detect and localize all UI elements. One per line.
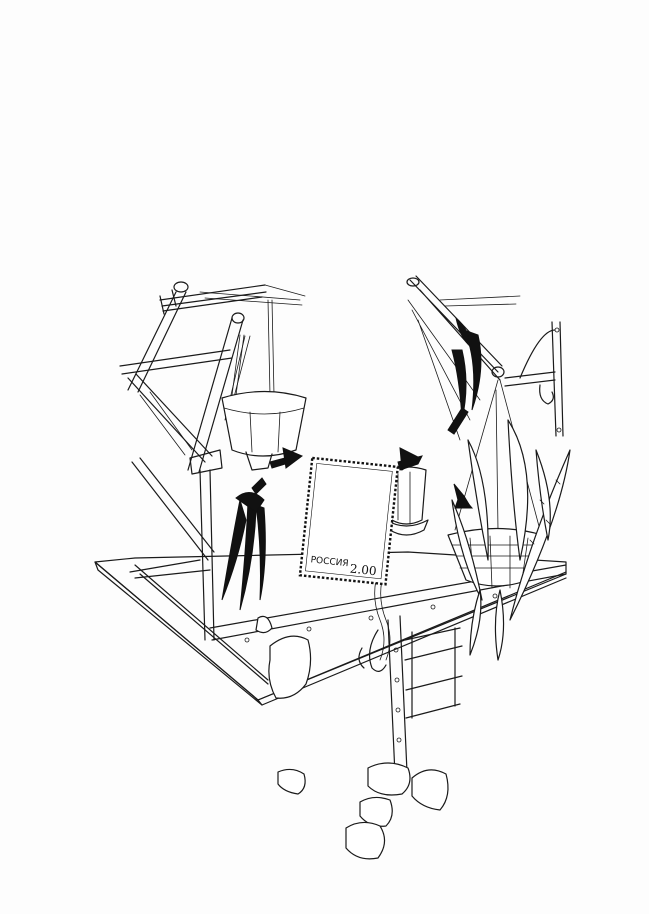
circulation-arrows bbox=[251, 407, 474, 509]
black-flame-right bbox=[451, 316, 482, 421]
leafy-plant bbox=[451, 419, 571, 661]
postage-stamp: РОССИЯ 2.00 bbox=[298, 456, 400, 586]
stamp-country-label: РОССИЯ bbox=[310, 555, 349, 569]
wall-bracket bbox=[504, 321, 564, 437]
stamp-value-label: 2.00 bbox=[349, 562, 377, 579]
wavy-lines bbox=[374, 579, 391, 661]
stones bbox=[255, 615, 449, 860]
hanging-flower-pot bbox=[221, 299, 307, 471]
black-flame-left bbox=[221, 492, 266, 611]
